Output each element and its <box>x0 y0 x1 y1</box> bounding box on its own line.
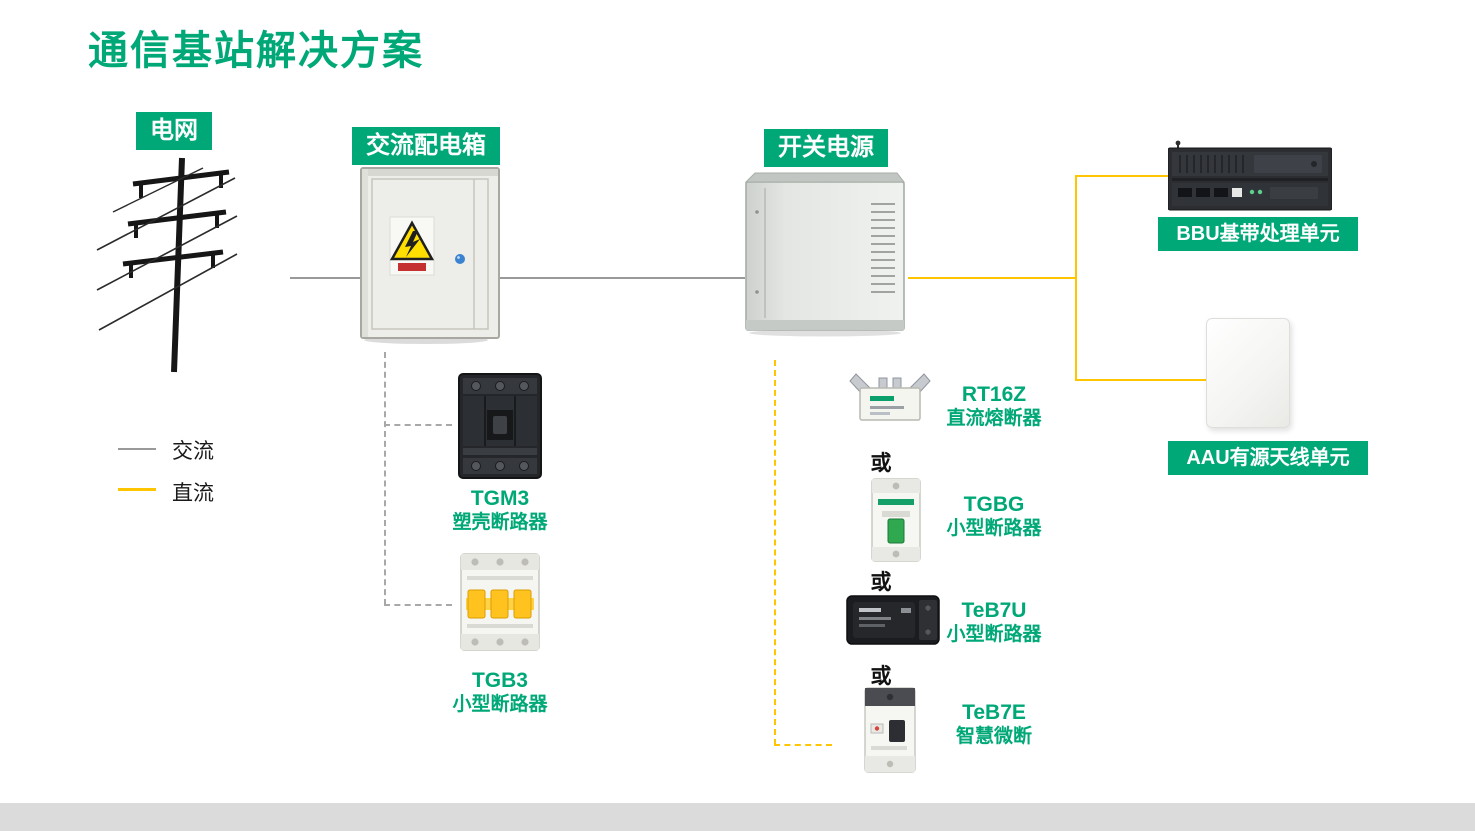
grid-label-badge: 电网 <box>136 112 212 150</box>
legend-ac-line <box>118 448 156 450</box>
footer-strip <box>0 803 1475 831</box>
or-separator-3: 或 <box>870 665 892 688</box>
ac-box-callout-vertical-dash <box>384 352 386 605</box>
slide-title: 通信基站解决方案 <box>88 29 424 73</box>
ac-box-label-badge: 交流配电箱 <box>352 127 500 165</box>
psu-callout-vertical-dash <box>774 360 776 745</box>
teb7e-product-label: TeB7E 智慧微断 <box>938 700 1050 750</box>
ac-distribution-box-illustration <box>360 167 500 344</box>
psu-label-badge: 开关电源 <box>764 129 888 167</box>
tgb3-desc: 小型断路器 <box>452 694 548 716</box>
tgbg-product-label: TGBG 小型断路器 <box>938 492 1050 542</box>
bbu-unit-illustration <box>1168 140 1332 211</box>
teb7u-desc: 小型断路器 <box>946 624 1042 646</box>
teb7e-breaker-illustration <box>864 687 916 773</box>
aau-panel-illustration <box>1206 318 1290 428</box>
tgb3-product-label: TGB3 小型断路器 <box>430 668 570 718</box>
aau-label-badge: AAU有源天线单元 <box>1168 441 1368 475</box>
switching-power-supply-illustration <box>745 172 906 337</box>
tgm3-desc: 塑壳断路器 <box>452 512 548 534</box>
teb7u-breaker-illustration <box>846 595 940 645</box>
ac-box-callout-dash-tgm3 <box>384 424 452 426</box>
tgbg-name: TGBG <box>963 493 1025 516</box>
teb7u-name: TeB7U <box>961 599 1027 622</box>
tgbg-desc: 小型断路器 <box>946 518 1042 540</box>
rt16z-name: RT16Z <box>961 383 1027 406</box>
dc-line-to-bbu <box>1075 175 1168 177</box>
ac-box-callout-dash-tgb3 <box>384 604 452 606</box>
tgm3-product-label: TGM3 塑壳断路器 <box>430 486 570 536</box>
dc-line-branch <box>1075 175 1077 381</box>
legend-ac-label: 交流 <box>172 440 214 463</box>
ac-line-grid-to-psu <box>290 277 745 279</box>
rt16z-fuse-illustration <box>849 373 931 421</box>
or-separator-2: 或 <box>870 571 892 594</box>
power-tower-illustration <box>96 157 238 373</box>
teb7e-desc: 智慧微断 <box>955 726 1032 748</box>
tgbg-breaker-illustration <box>871 478 921 562</box>
bbu-label-badge: BBU基带处理单元 <box>1158 217 1358 251</box>
teb7e-name: TeB7E <box>962 701 1026 724</box>
dc-line-psu-out <box>908 277 1077 279</box>
tgm3-breaker-illustration <box>458 373 542 479</box>
psu-callout-dash-teb7e <box>774 744 832 746</box>
tgm3-name: TGM3 <box>470 487 530 510</box>
rt16z-desc: 直流熔断器 <box>946 408 1042 430</box>
legend-dc-line <box>118 488 156 491</box>
rt16z-product-label: RT16Z 直流熔断器 <box>938 382 1050 432</box>
legend-dc-label: 直流 <box>172 482 214 505</box>
dc-line-to-aau <box>1075 379 1206 381</box>
tgb3-name: TGB3 <box>471 669 528 692</box>
or-separator-1: 或 <box>870 452 892 475</box>
tgb3-breaker-illustration <box>460 553 540 651</box>
teb7u-product-label: TeB7U 小型断路器 <box>938 598 1050 648</box>
